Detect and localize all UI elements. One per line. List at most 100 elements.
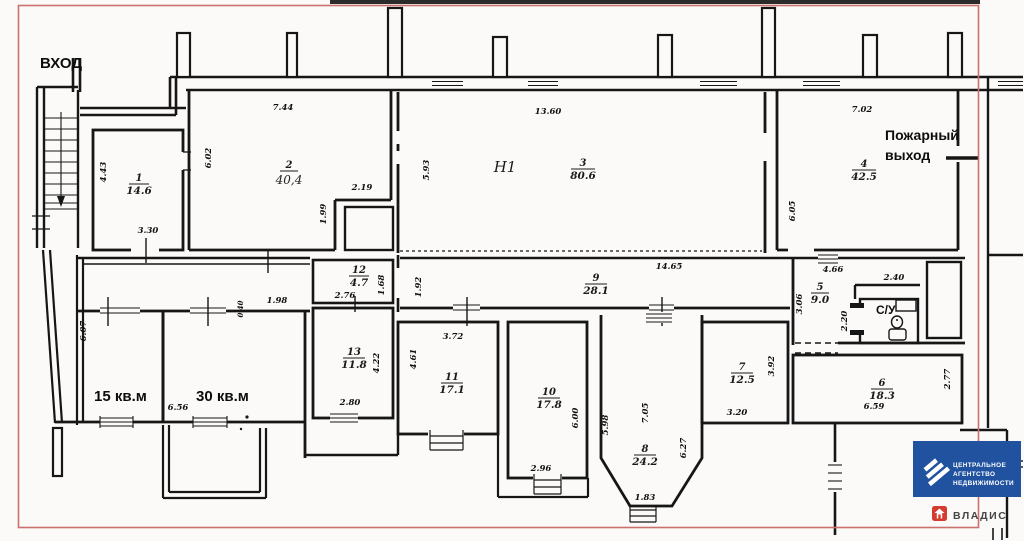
room-7-walls [700,320,790,425]
wc-door-leaf [895,299,917,312]
agency-name-line3: НЕДВИЖИМОСТИ [953,480,1014,487]
corridor-walls [77,250,965,326]
room-2-label: 2 40,4 [275,160,303,187]
agency-logo-icon [923,458,951,487]
dim-r10-right: 6.00 [571,408,581,429]
exterior-walls [71,58,1023,117]
svg-text:11: 11 [445,372,459,383]
room-10-label: 10 17.8 [536,387,562,411]
dim-r13-right: 4.22 [372,353,382,374]
room-8-walls [599,312,704,523]
dim-room30-bottom: 6.56 [168,403,189,413]
dim-hall-left: 6.07 [79,321,89,342]
svg-text:9.0: 9.0 [811,294,830,306]
dim-r9-top: 14.65 [656,262,683,272]
dim-r8-left: 5.98 [601,415,611,436]
photo-border [17,4,980,529]
svg-text:40,4: 40,4 [275,173,303,187]
dim-r6-bottom: 6.59 [864,402,885,412]
stair-direction-arrow [57,196,65,207]
lower-left-exterior [51,425,268,500]
dim-r9-left: 1.92 [414,277,424,298]
duct-shaft [925,260,963,340]
left-rooms-walls [55,311,307,458]
dim-r12-bottom: 2.76 [334,291,356,301]
svg-text:17.1: 17.1 [439,384,465,396]
room-labels: 1 14.6 2 40,4 Н1 3 80.6 4 42.5 5 9.0 6 [126,158,895,468]
svg-text:5: 5 [817,282,824,293]
dim-r3-top: 13.60 [535,107,562,117]
agency-logo-box [913,441,1021,497]
room-2-walls [187,90,393,252]
dim-r1-bottom: 3.30 [138,226,159,236]
top-windows [432,80,1023,87]
dim-r13-bottom: 2.80 [339,398,361,408]
dim-r5-nook: 2.40 [883,273,905,283]
svg-text:24.2: 24.2 [631,456,658,468]
svg-text:3: 3 [580,158,587,169]
dim-r2-notch-w: 2.19 [351,183,373,193]
pilasters [175,6,964,79]
svg-text:6: 6 [879,378,886,389]
dim-r11-left: 4.61 [409,349,419,370]
svg-text:2: 2 [285,160,293,171]
svg-text:4: 4 [861,159,868,170]
dim-r8-window: 1.83 [635,493,656,503]
dim-hall-step: 0.40 [236,300,245,317]
dim-r2-left: 6.02 [204,148,214,169]
room-10-walls [496,320,590,499]
vladis-label: ВЛАДИС [953,510,1007,522]
stair-steps [44,112,78,210]
room-5-label: 5 9.0 [811,282,830,306]
dim-hall-top: 1.98 [267,296,288,306]
room-3-label: Н1 3 80.6 [493,158,597,182]
room-11-label: 11 17.1 [439,372,465,396]
dim-r7-bottom: 3.20 [727,408,748,418]
svg-text:12.5: 12.5 [729,374,755,386]
dim-r3-left: 5.93 [422,160,432,181]
svg-text:9: 9 [593,273,600,284]
room-12-label: 12 4.7 [349,265,369,289]
dim-r8-upper: 7.05 [641,403,651,424]
zone-h1: Н1 [493,158,517,176]
svg-text:18.3: 18.3 [869,390,895,402]
dim-r4-left: 6.05 [788,201,798,222]
room-1-label: 1 14.6 [126,173,152,197]
agency-logo: ЦЕНТРАЛЬНОЕ АГЕНТСТВО НЕДВИЖИМОСТИ [913,441,1021,497]
shaft-room [343,205,395,252]
left-outer-wall [41,249,85,425]
room-15-label: 15 кв.м [94,388,147,405]
fire-exit-label-line2: выход [885,147,930,163]
room-8-label: 8 24.2 [631,444,658,468]
dim-r5-top: 4.66 [823,265,844,275]
dim-r4-top: 7.02 [852,105,873,115]
dim-r11-top: 3.72 [443,332,464,342]
dimension-labels: 7.44 6.02 13.60 5.93 7.02 6.05 4.43 3.30… [79,103,953,503]
room-13-label: 13 11.8 [341,347,367,371]
room-7-label: 7 12.5 [729,362,755,386]
svg-text:80.6: 80.6 [570,170,596,182]
svg-text:42.5: 42.5 [851,171,877,183]
svg-text:10: 10 [542,387,556,398]
dim-r2-notch-h: 1.99 [319,204,329,225]
svg-text:12: 12 [352,265,366,276]
dim-r10-bottom: 2.96 [530,464,552,474]
room-11-walls [396,320,500,451]
toilet-icon [890,315,904,329]
svg-text:28.1: 28.1 [582,285,609,297]
room-5-walls [791,258,965,354]
wc-label: С/У [876,303,896,317]
room-6-walls [791,353,964,535]
svg-text:8: 8 [642,444,649,455]
dim-r6-right: 2.77 [943,369,953,391]
vladis-logo: ВЛАДИС [932,506,1007,522]
fire-exit-label-line1: Пожарный [885,127,959,143]
dim-r12-right: 1.68 [377,275,387,296]
dim-r8-right: 6.27 [679,438,689,459]
staircase [32,85,80,248]
room-3-walls [393,92,770,253]
dim-r5-left: 3.06 [795,294,805,315]
